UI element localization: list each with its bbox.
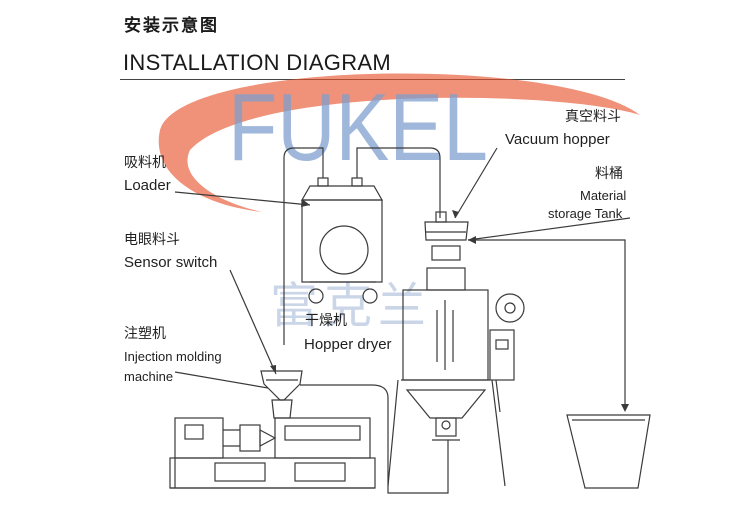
loader-label-cn: 吸料机	[124, 155, 166, 171]
arrowheads	[270, 199, 629, 412]
loader-unit	[300, 177, 384, 304]
injection-label-cn: 注塑机	[124, 326, 166, 342]
injection-label-en-2: machine	[124, 369, 174, 384]
watermark-swoosh	[158, 73, 640, 212]
dryer-label-en: Hopper dryer	[304, 336, 392, 353]
title-chinese: 安装示意图	[124, 16, 219, 36]
feed-pipe	[300, 384, 449, 494]
injection-label-en-1: Injection molding	[124, 349, 222, 364]
tank-label-cn: 料桶	[595, 166, 623, 182]
tank-label-en-1: Material	[580, 188, 627, 203]
leader-sensor	[229, 269, 277, 375]
leader-injection	[174, 371, 269, 389]
tank-label-en-2: storage Tank	[548, 206, 623, 221]
injection-molding-machine	[169, 417, 376, 489]
loader-pipe-left	[283, 147, 324, 345]
dryer-label-cn: 干燥机	[305, 313, 347, 329]
vacuum-label-en: Vacuum hopper	[505, 131, 610, 148]
vacuum-label-cn: 真空料斗	[565, 109, 621, 125]
watermark-brand-cn: 富克兰	[270, 278, 432, 334]
loader-label-en: Loader	[124, 177, 171, 194]
sensor-label-cn: 电眼料斗	[124, 232, 180, 248]
leader-vacuum	[454, 147, 498, 219]
material-storage-tank	[468, 239, 651, 489]
suction-pipe	[468, 239, 626, 405]
leader-loader	[174, 191, 311, 206]
title-english: INSTALLATION DIAGRAM	[123, 50, 392, 75]
equipment-drawing	[169, 147, 651, 494]
loader-pipe-right	[356, 147, 441, 218]
watermark-brand: FUKEL	[228, 74, 488, 181]
hopper-dryer	[387, 289, 525, 487]
sensor-hopper	[260, 370, 303, 419]
leader-tank	[467, 217, 631, 241]
sensor-label-en: Sensor switch	[124, 254, 218, 271]
